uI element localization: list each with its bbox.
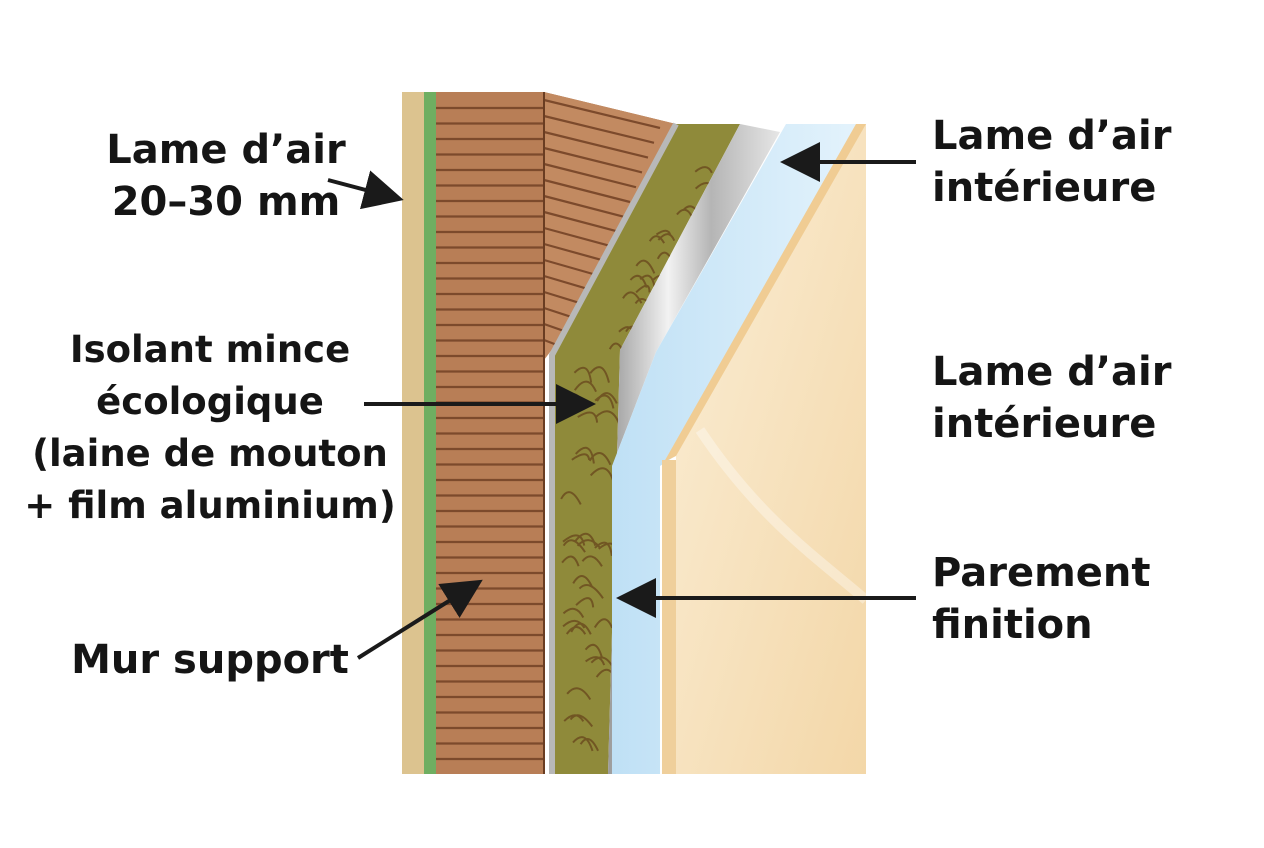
label-line: Mur support — [71, 637, 349, 683]
arrow-support-wall — [356, 579, 483, 660]
support-wall-layer — [436, 92, 676, 774]
label-air-gap-inner-top: Lame d’air intérieure — [932, 110, 1252, 214]
arrow-air-gap-outer — [327, 170, 404, 210]
label-line: intérieure — [932, 165, 1157, 211]
label-line: 20–30 mm — [111, 179, 341, 225]
label-line: Lame d’air — [932, 349, 1172, 395]
label-line: (laine de mouton — [32, 432, 388, 475]
label-support-wall: Mur support — [60, 634, 360, 686]
membrane-layer — [424, 92, 436, 774]
label-line: Lame d’air — [106, 127, 346, 173]
finish-panel-layer — [662, 124, 870, 774]
label-line: Lame d’air — [932, 113, 1172, 159]
label-finish-panel: Parement finition — [932, 547, 1252, 651]
label-line: + film aluminium) — [24, 484, 396, 527]
label-insulation: Isolant mince écologique (laine de mouto… — [20, 324, 400, 532]
label-air-gap-outer: Lame d’air 20–30 mm — [76, 124, 376, 228]
label-line: finition — [932, 602, 1093, 648]
wool-insulation-layer — [549, 122, 740, 774]
label-line: Parement — [932, 550, 1151, 596]
label-line: écologique — [96, 380, 324, 423]
aluminium-film-layer — [608, 124, 780, 774]
label-line: intérieure — [932, 401, 1157, 447]
callout-arrows — [327, 142, 916, 660]
inner-air-gap-layer — [612, 124, 862, 774]
label-air-gap-inner-middle: Lame d’air intérieure — [932, 346, 1252, 450]
outer-air-gap-layer — [402, 92, 424, 774]
label-line: Isolant mince — [69, 328, 351, 371]
